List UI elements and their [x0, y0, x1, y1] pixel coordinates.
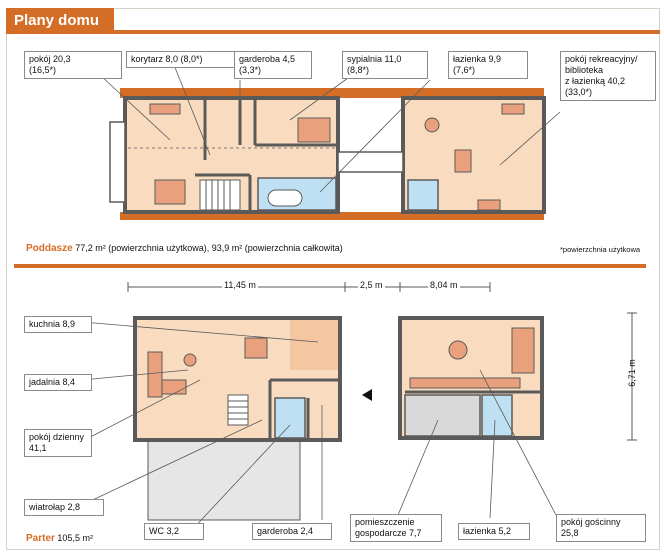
sofa-guest — [511, 327, 535, 374]
room-label-lazienka-attic: łazienka 9,9 (7,6*) — [448, 51, 528, 79]
kitchen-area — [290, 320, 338, 370]
bathtub — [267, 189, 303, 207]
room-label-sypialnia: sypialnia 11,0 (8,8*) — [342, 51, 428, 79]
page-title: Plany domu — [6, 8, 114, 34]
room-label-wiatrolap: wiatrołap 2,8 — [24, 499, 104, 516]
room-label-kuchnia: kuchnia 8,9 — [24, 316, 92, 333]
footnote: *powierzchnia użytkowa — [560, 245, 641, 254]
entry-arrow — [362, 389, 372, 401]
room-label-jadalnia: jadalnia 8,4 — [24, 374, 92, 391]
attic-plan — [109, 88, 546, 220]
section-divider — [14, 264, 646, 268]
ground-caption: Parter 105,5 m² — [26, 533, 93, 544]
utility-room — [404, 394, 481, 437]
room-label-korytarz: korytarz 8,0 (8,0*) — [126, 51, 236, 68]
dining-table — [244, 337, 268, 359]
terrace — [147, 439, 301, 521]
attic-balcony — [109, 121, 126, 203]
room-label-wc: WC 3,2 — [144, 523, 204, 540]
room-label-lazienka-ground: łazienka 5,2 — [458, 523, 530, 540]
attic-right-bath — [407, 179, 439, 211]
attic-connector — [337, 151, 404, 173]
room-label-pokoj-rekreacyjny: pokój rekreacyjny/ biblioteka z łazienką… — [560, 51, 656, 101]
room-label-garderoba-ground: garderoba 2,4 — [252, 523, 332, 540]
room-label-pokoj-goscinny: pokój gościnny 25,8 — [556, 514, 646, 542]
ground-plan — [127, 282, 637, 521]
room-label-garderoba-attic: garderoba 4,5 (3,3*) — [234, 51, 312, 79]
sofa-living — [147, 351, 163, 398]
sofa-attic — [454, 149, 472, 173]
ground-bath-right — [481, 394, 513, 437]
bed-left — [154, 179, 186, 205]
dim-gap: 2,5 m — [358, 280, 385, 290]
title-rule — [6, 30, 660, 34]
dim-left: 11,45 m — [222, 280, 258, 290]
ground-name: Parter — [26, 533, 55, 544]
room-label-pokoj: pokój 20,3 (16,5*) — [24, 51, 122, 79]
dim-height: 6,71 m — [627, 359, 637, 387]
room-label-pomieszczenie: pomieszczenie gospodarcze 7,7 — [350, 514, 442, 542]
attic-roof-top — [120, 88, 544, 98]
attic-area: 77,2 m² (powierzchnia użytkowa), 93,9 m²… — [75, 243, 343, 253]
attic-roof-bottom — [120, 212, 544, 220]
attic-caption: Poddasze 77,2 m² (powierzchnia użytkowa)… — [26, 243, 343, 254]
ground-area: 105,5 m² — [57, 533, 93, 543]
attic-name: Poddasze — [26, 243, 73, 254]
bed-sleep — [297, 117, 331, 143]
dim-right: 8,04 m — [428, 280, 460, 290]
room-label-pokoj-dzienny: pokój dzienny 41,1 — [24, 429, 92, 457]
wc-room — [274, 397, 306, 439]
